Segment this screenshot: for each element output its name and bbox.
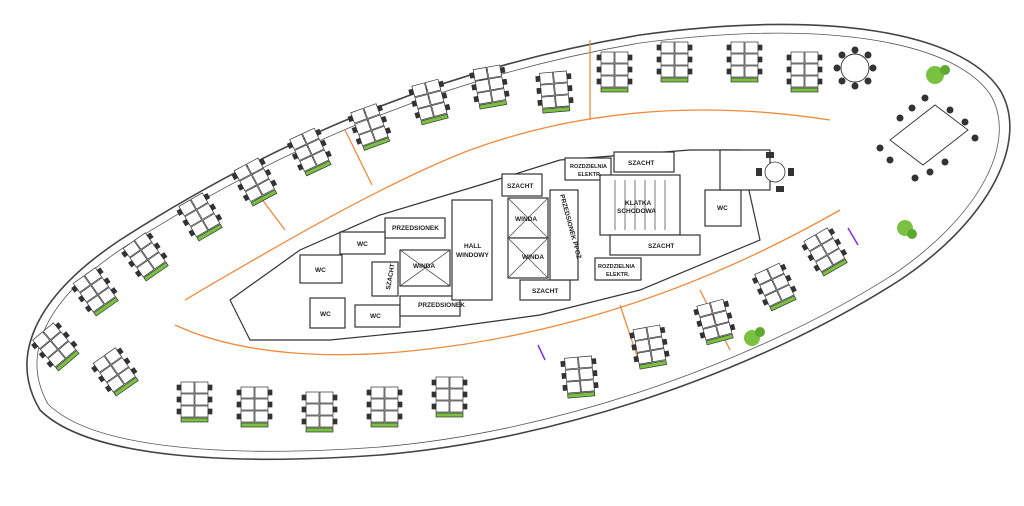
- desk-cluster-icon: [91, 347, 139, 397]
- kitchen-area: [719, 149, 771, 191]
- room-szacht-center-top: [501, 173, 543, 197]
- label-winda-center-1: WINDA: [515, 216, 537, 223]
- label-szacht-right-top: SZACHT: [628, 160, 654, 167]
- label-hall-line2: WINDOWY: [456, 252, 490, 259]
- desk-cluster-icon: [535, 70, 574, 114]
- label-winda-left: WINDA: [413, 263, 435, 270]
- label-hall-line1: HALL: [464, 243, 481, 250]
- label-wc-d: WC: [370, 313, 381, 320]
- room-wc-e: [704, 189, 742, 227]
- plant-icon: [897, 220, 917, 239]
- accent-line: [847, 227, 859, 246]
- label-przedsionek-bottom: PRZEDSIONEK: [418, 302, 465, 309]
- label-przedsionek-top: PRZEDSIONEK: [392, 225, 439, 232]
- desk-cluster-icon: [121, 232, 169, 282]
- desk-cluster-icon: [301, 391, 338, 433]
- desk-cluster-icon: [786, 51, 823, 93]
- label-winda-center-2: WINDA: [522, 254, 544, 261]
- room-szacht-center-bottom: [519, 279, 571, 301]
- room-szacht-right-top: [613, 151, 675, 173]
- label-klatka-1: KLATKA: [625, 200, 652, 207]
- desk-cluster-icon: [469, 64, 510, 110]
- desk-cluster-icon: [176, 192, 223, 242]
- plant-icon: [744, 327, 765, 346]
- label-szacht-center-bottom: SZACHT: [532, 288, 558, 295]
- desk-cluster-icon: [286, 127, 332, 177]
- hall-windowy: [451, 199, 493, 301]
- round-table-icon: [833, 46, 877, 90]
- partition-line: [344, 129, 373, 186]
- label-rozdzielnia-top-1: ROZDZIELNIA: [570, 164, 607, 170]
- desk-cluster-icon: [347, 103, 392, 151]
- desk-cluster-icon: [801, 227, 848, 277]
- room-wc-a: [339, 231, 386, 255]
- desk-cluster-icon: [693, 298, 736, 346]
- desk-cluster-icon: [231, 157, 278, 207]
- conference-table-icon: [876, 94, 979, 182]
- label-wc-b: WC: [315, 267, 326, 274]
- label-szacht-center-top: SZACHT: [507, 183, 533, 190]
- desk-cluster-icon: [560, 355, 599, 399]
- label-wc-e: WC: [717, 205, 728, 212]
- label-wc-a: WC: [357, 241, 368, 248]
- desk-cluster-icon: [656, 41, 693, 83]
- plant-icon: [926, 65, 950, 84]
- label-klatka-2: SCHODOWA: [617, 208, 656, 215]
- room-wc-b: [299, 254, 343, 284]
- label-rozdzielnia-bottom-1: ROZDZIELNIA: [598, 264, 635, 270]
- building-outline: [26, 23, 1011, 461]
- desk-cluster-icon: [236, 386, 273, 428]
- room-przedsionek-ppoz: [549, 189, 579, 281]
- round-table-icon: [756, 152, 794, 192]
- label-rozdzielnia-top-2: ELEKTR.: [578, 172, 602, 178]
- desk-cluster-icon: [366, 386, 403, 428]
- room-wc-c: [309, 297, 346, 329]
- desk-cluster-icon: [596, 51, 633, 93]
- label-wc-c: WC: [320, 311, 331, 318]
- desk-cluster-icon: [408, 78, 451, 126]
- desk-cluster-icon: [629, 324, 670, 370]
- room-klatka-schodowa: [599, 174, 681, 236]
- accent-line: [537, 344, 546, 361]
- room-szacht-right-bottom: [609, 234, 701, 256]
- room-przedsionek-bottom: [399, 295, 461, 317]
- desk-cluster-icon: [751, 262, 797, 312]
- label-szacht-left: SZACHT: [385, 263, 396, 290]
- label-szacht-right-bottom: SZACHT: [648, 243, 674, 250]
- desk-cluster-icon: [431, 376, 468, 418]
- label-rozdzielnia-bottom-2: ELEKTR.: [606, 272, 630, 278]
- desk-cluster-icon: [726, 41, 763, 83]
- office-partition-inner: [174, 209, 841, 356]
- desk-clusters: [31, 41, 848, 433]
- desk-cluster-icon: [31, 322, 80, 372]
- room-przedsionek-top: [384, 217, 446, 239]
- room-szacht-left: [371, 261, 399, 297]
- desk-cluster-icon: [176, 381, 213, 423]
- room-rozdzielnia-bottom: [594, 257, 642, 281]
- stair-icon: [614, 180, 666, 230]
- desk-cluster-icon: [71, 267, 119, 317]
- office-partition-outer: [184, 109, 831, 301]
